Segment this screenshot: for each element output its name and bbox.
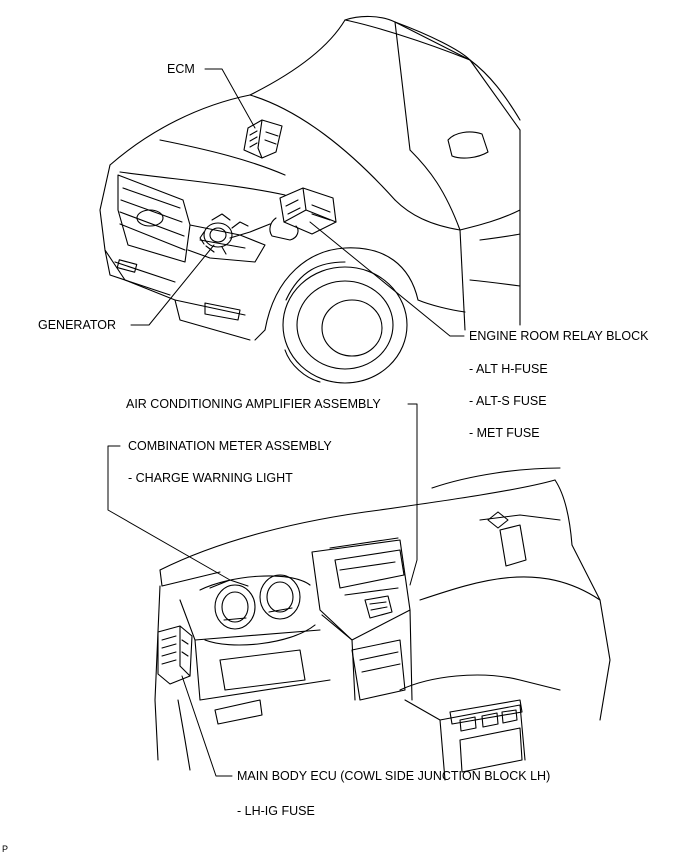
combination-meter-label: COMBINATION METER ASSEMBLY	[128, 439, 332, 453]
ecm-component	[243, 119, 283, 159]
main-body-ecu-label: MAIN BODY ECU (COWL SIDE JUNCTION BLOCK …	[237, 769, 551, 783]
engine-room-relay-block-label: ENGINE ROOM RELAY BLOCK	[469, 329, 649, 343]
air-conditioning-amplifier-label: AIR CONDITIONING AMPLIFIER ASSEMBLY	[126, 397, 381, 411]
alt-s-fuse-label: - ALT-S FUSE	[469, 394, 547, 408]
charge-warning-light-label: - CHARGE WARNING LIGHT	[128, 471, 293, 485]
ecm-label: ECM	[167, 62, 195, 76]
interior-illustration	[154, 467, 611, 781]
corner-mark: P	[2, 844, 9, 854]
met-fuse-label: - MET FUSE	[469, 426, 540, 440]
generator-component	[199, 213, 271, 255]
lh-ig-fuse-label: - LH-IG FUSE	[237, 804, 315, 818]
vehicle-illustration	[99, 15, 521, 384]
generator-label: GENERATOR	[38, 318, 117, 332]
alt-h-fuse-label: - ALT H-FUSE	[469, 362, 548, 376]
leader-lines	[107, 68, 465, 777]
relay-block-component	[269, 187, 337, 241]
